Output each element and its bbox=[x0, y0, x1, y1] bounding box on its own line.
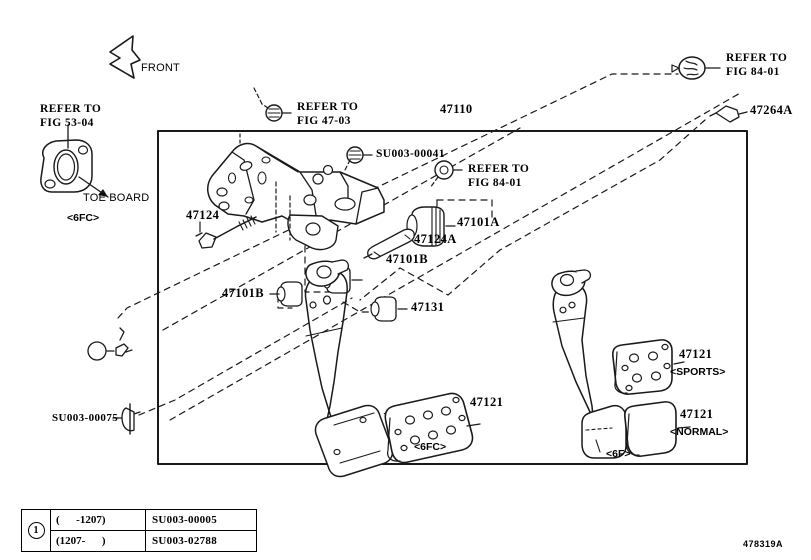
refer-fig-84-01-top-line1: REFER TO bbox=[726, 52, 788, 64]
su003-00041-label: SU003-00041 bbox=[376, 148, 445, 160]
part-su003-00041-nut bbox=[343, 146, 373, 173]
toe-board-label: TOE BOARD bbox=[83, 192, 150, 204]
legend-range: (1207- ) bbox=[50, 530, 146, 552]
part-47101a-bushing bbox=[406, 206, 456, 247]
legend-table: 1 ( -1207) SU003-00005 (1207- ) SU003-02… bbox=[21, 509, 257, 552]
dash-bracket-pedal-b bbox=[277, 295, 293, 309]
part-nut-top-right bbox=[671, 56, 721, 80]
dash-frame-diagonal-2 bbox=[169, 91, 743, 421]
toe-board-flange bbox=[40, 124, 109, 198]
refer-fig-53-04-line1: REFER TO bbox=[40, 103, 102, 115]
legend-range: ( -1207) bbox=[50, 509, 146, 531]
refer-fig-84-01-mid-line1: REFER TO bbox=[468, 163, 530, 175]
callout-1-bolt bbox=[87, 327, 133, 361]
part-47131-stopper bbox=[370, 296, 408, 322]
part-47121-pad-6fc bbox=[384, 392, 481, 464]
part-number-47264a: 47264A bbox=[750, 103, 793, 117]
part-su003-00075-clip bbox=[112, 403, 141, 435]
part-number-47101a: 47101A bbox=[457, 215, 500, 229]
dash-su003-00075 bbox=[138, 297, 353, 416]
legend-row: (1207- ) SU003-02788 bbox=[22, 530, 257, 552]
refer-fig-84-01-mid-line2: FIG 84-01 bbox=[468, 177, 522, 189]
part-number-47121-main: 47121 bbox=[470, 395, 504, 409]
part-number-47101b-right: 47101B bbox=[386, 252, 428, 266]
refer-fig-53-04-line2: FIG 53-04 bbox=[40, 117, 94, 129]
dash-47131 bbox=[342, 301, 373, 313]
legend-circle-number: 1 bbox=[27, 522, 45, 539]
toe-board-variant: <6FC> bbox=[67, 212, 100, 224]
part-47264a-clip bbox=[709, 105, 748, 123]
front-arrow-icon bbox=[109, 35, 141, 79]
variant-6fc-main: <6FC> bbox=[414, 441, 447, 453]
legend-row: 1 ( -1207) SU003-00005 bbox=[21, 509, 257, 552]
part-47101b-left bbox=[269, 281, 303, 307]
variant-normal: <NORMAL> bbox=[670, 426, 729, 438]
pedal-support-bracket bbox=[207, 132, 385, 251]
part-nut-fig-47-03 bbox=[253, 87, 292, 122]
part-47124-bolt bbox=[195, 215, 257, 249]
refer-fig-47-03-line2: FIG 47-03 bbox=[297, 115, 351, 127]
front-label: FRONT bbox=[141, 62, 180, 74]
part-number-47121-sports: 47121 bbox=[679, 347, 713, 361]
dash-47264a bbox=[359, 119, 706, 301]
refer-fig-84-01-top-line2: FIG 84-01 bbox=[726, 66, 780, 78]
refer-fig-47-03-line1: REFER TO bbox=[297, 101, 359, 113]
diagram-id-code: 478319A bbox=[743, 539, 784, 549]
part-number-47110: 47110 bbox=[440, 102, 473, 116]
part-number-47121-normal: 47121 bbox=[680, 407, 714, 421]
brake-pedal-main bbox=[304, 259, 394, 478]
part-47121-pad-sports bbox=[612, 339, 685, 395]
legend-part-number: SU003-00005 bbox=[145, 509, 257, 531]
su003-00075-label: SU003-00075 bbox=[52, 412, 119, 424]
dash-pin-47101a bbox=[436, 199, 493, 219]
variant-6f: <6F> bbox=[606, 448, 631, 460]
part-number-47101b-left: 47101B bbox=[222, 286, 264, 300]
dash-frame-diagonal bbox=[162, 127, 521, 331]
part-number-47124: 47124 bbox=[186, 208, 220, 222]
brake-pedal-right-6f bbox=[551, 269, 627, 459]
part-47121-pad-normal bbox=[624, 401, 691, 457]
dash-long-diagonal-upper bbox=[117, 73, 679, 319]
variant-sports: <SPORTS> bbox=[670, 366, 726, 378]
part-nut-fig-84-01-mid bbox=[429, 160, 463, 189]
part-number-47131: 47131 bbox=[411, 300, 445, 314]
legend-part-number: SU003-02788 bbox=[145, 530, 257, 552]
part-47124a-pin bbox=[363, 228, 415, 260]
legend-callout-number: 1 bbox=[21, 509, 51, 552]
part-number-47124a: 47124A bbox=[414, 232, 457, 246]
